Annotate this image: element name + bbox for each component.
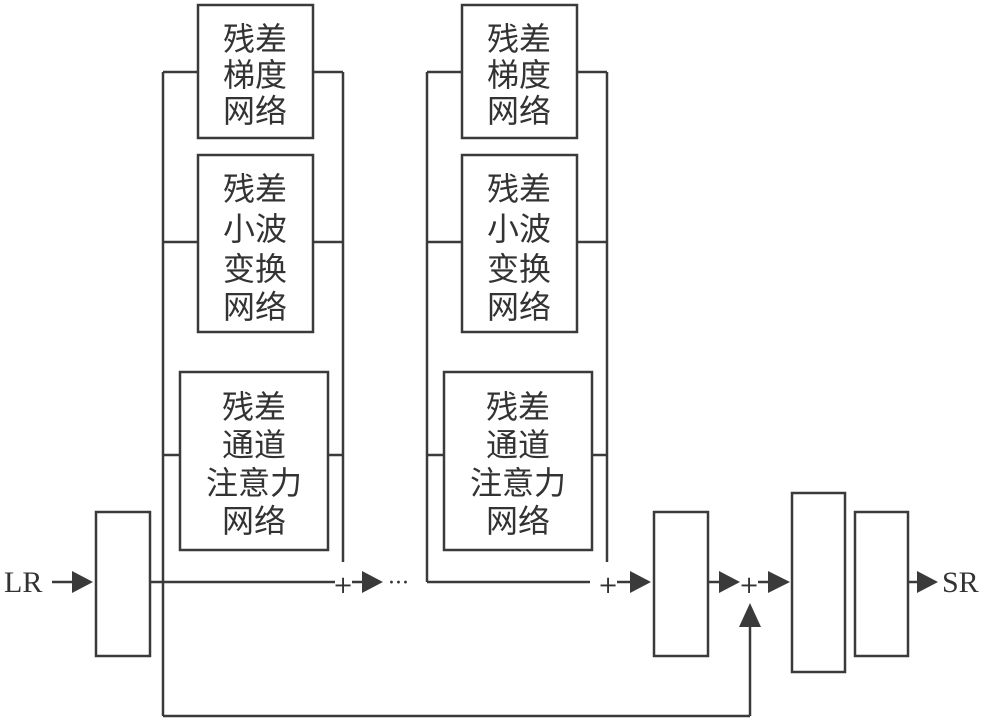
block-text: 梯度	[487, 56, 551, 94]
group-2: 残差 梯度 网络 残差 小波 变换 网络 残差 通道 注意力 网络	[425, 3, 609, 584]
block-text: 注意力	[206, 464, 302, 502]
block-text: 小波	[223, 210, 287, 248]
block-text: 残差	[223, 170, 287, 208]
block-text: 残差	[487, 20, 551, 58]
block-text: 通道	[222, 426, 286, 464]
upsample-block	[790, 491, 847, 674]
arrow-icon	[72, 571, 93, 593]
block-text: 残差	[486, 388, 550, 426]
output-label: SR	[942, 566, 979, 599]
residual-wavelet-network-box	[460, 153, 579, 334]
block-text: 网络	[487, 288, 551, 326]
sum-node: +	[739, 571, 759, 599]
block-text: 残差	[222, 388, 286, 426]
arrow-icon	[768, 571, 790, 593]
block-text: 通道	[486, 426, 550, 464]
block-text: 残差	[223, 20, 287, 58]
arrow-icon	[719, 571, 740, 593]
block-text: 网络	[222, 502, 286, 540]
conv-block-3	[853, 510, 910, 658]
block-text: 网络	[223, 92, 287, 130]
residual-gradient-network-box	[196, 3, 315, 140]
block-text: 网络	[223, 288, 287, 326]
arrow-icon	[630, 571, 651, 593]
block-text: 变换	[487, 250, 551, 288]
block-text: 残差	[487, 170, 551, 208]
arrow-up-icon	[739, 603, 761, 627]
residual-channel-attention-network-box	[442, 370, 594, 552]
block-text: 网络	[487, 92, 551, 130]
arrow-icon	[917, 571, 938, 593]
block-text: 网络	[486, 502, 550, 540]
arrow-icon	[362, 571, 383, 593]
conv-block-2	[652, 510, 710, 658]
block-text: 小波	[487, 210, 551, 248]
sum-node: +	[598, 571, 618, 599]
residual-gradient-network-box	[460, 3, 579, 140]
block-text: 注意力	[470, 464, 566, 502]
conv-block-1	[94, 510, 152, 658]
block-text: 梯度	[223, 56, 287, 94]
residual-wavelet-network-box	[196, 153, 315, 334]
sum-node: +	[333, 571, 353, 599]
ellipsis: ···	[388, 571, 409, 596]
residual-channel-attention-network-box	[178, 370, 330, 552]
block-text: 变换	[223, 250, 287, 288]
input-label: LR	[4, 566, 42, 599]
group-1: 残差 梯度 网络 残差 小波 变换 网络 残差 通道 注意力 网络	[163, 3, 345, 562]
